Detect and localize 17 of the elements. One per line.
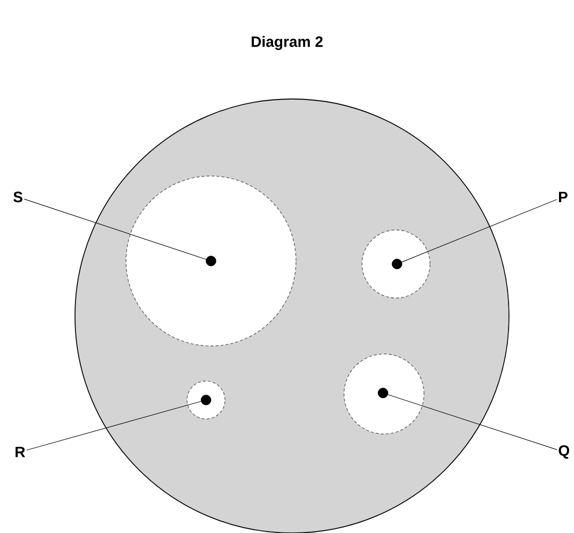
dashed-circle <box>126 176 296 346</box>
letter-label: S <box>13 192 22 202</box>
dot <box>378 388 388 398</box>
dashed-circle <box>362 230 430 298</box>
dot <box>200 394 212 406</box>
title: Diagram 2 <box>252 36 323 50</box>
dot <box>392 258 402 270</box>
leader-line <box>24 198 206 260</box>
dashed-circle <box>186 380 226 420</box>
leader-line <box>388 394 558 450</box>
leader-line <box>402 199 558 262</box>
letter-label: P <box>559 192 568 202</box>
letter-label: R <box>16 446 26 458</box>
leader-line <box>26 401 202 450</box>
dashed-circle <box>344 354 424 434</box>
letter-label: Q <box>558 445 570 459</box>
dot <box>206 256 216 266</box>
